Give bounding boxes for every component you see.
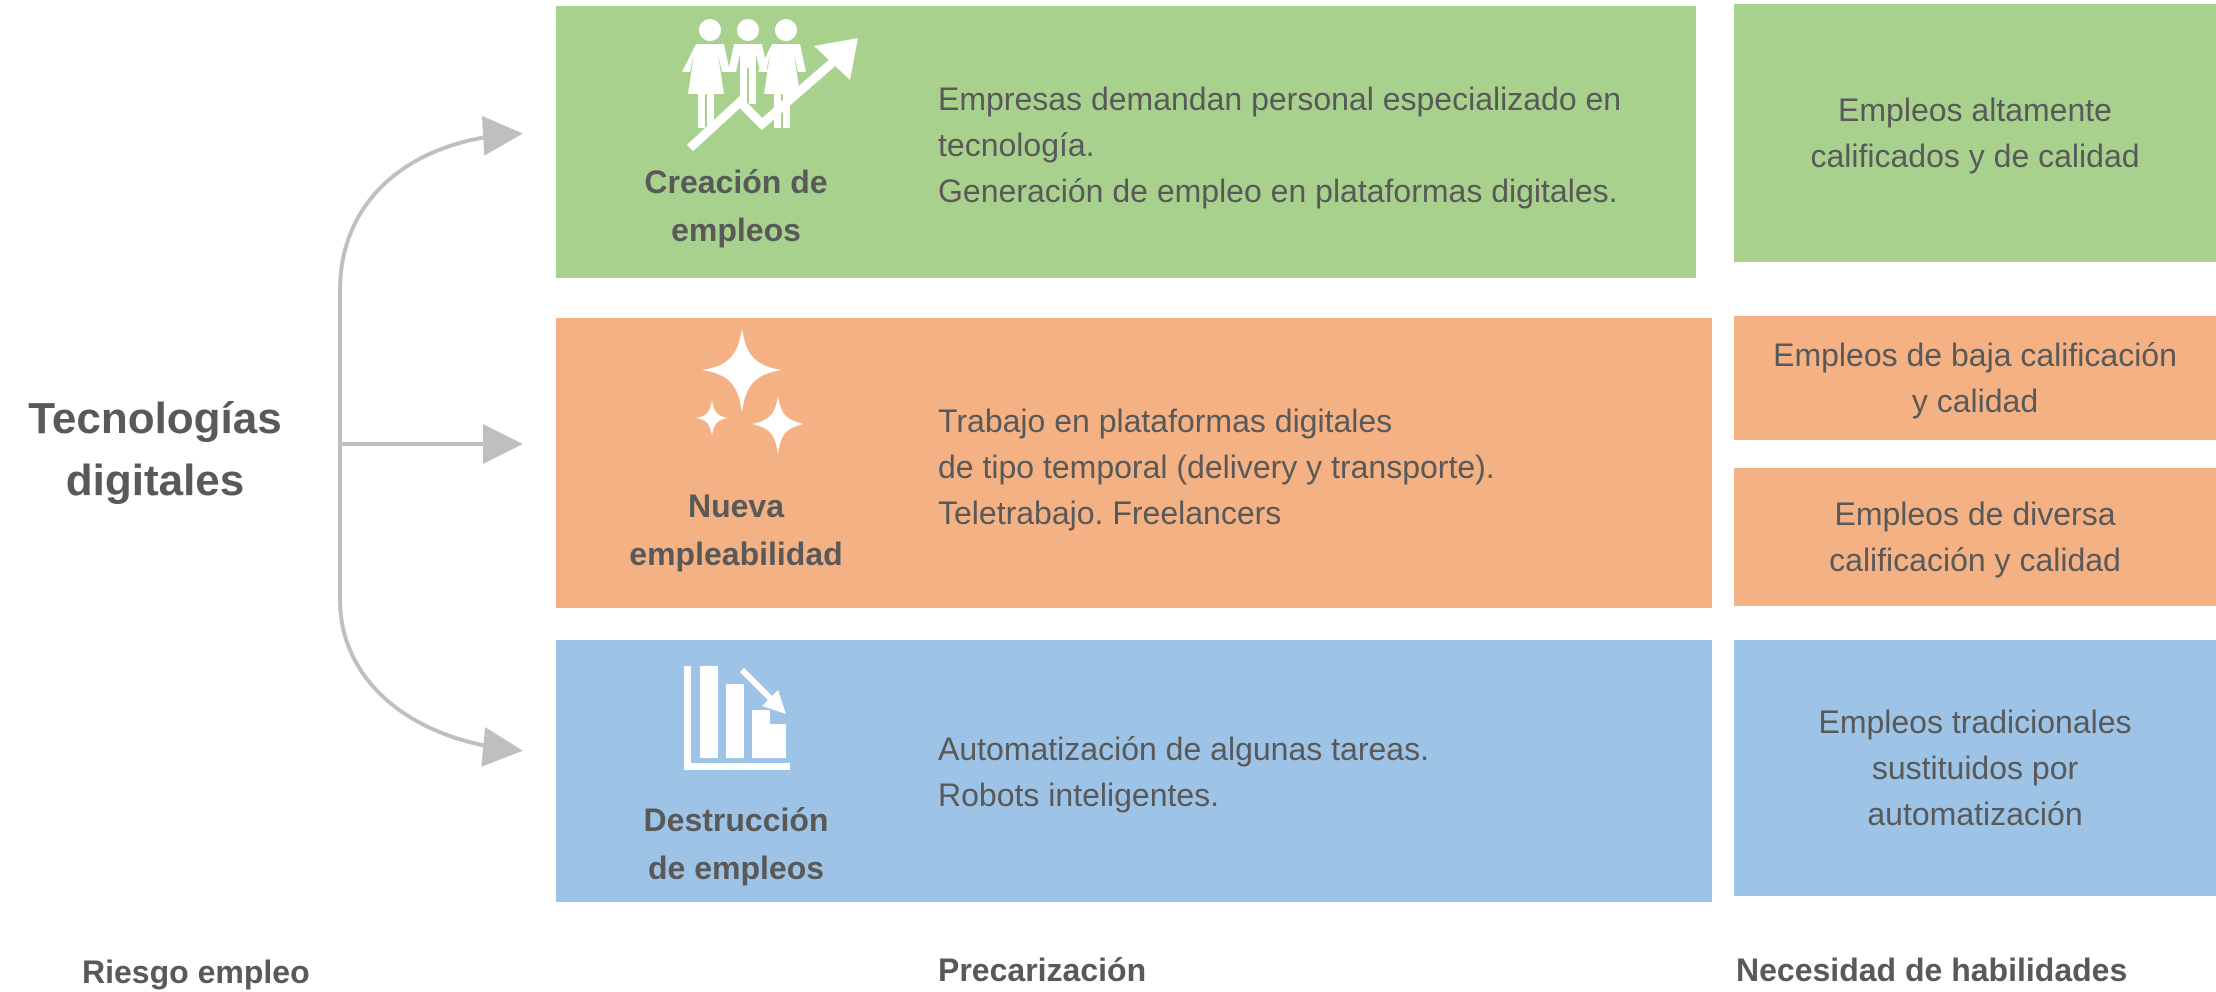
people-growth-icon	[682, 19, 858, 152]
arrow-to-destruccion	[338, 444, 523, 767]
outcome-2-line2: y calidad	[1911, 383, 2039, 419]
desc-destruccion-line1: Automatización de algunas tareas.	[938, 731, 1429, 767]
footer-necesidad-habilidades: Necesidad de habilidades	[1736, 952, 2128, 988]
desc-creacion-line1: Empresas demandan personal especializado…	[938, 81, 1622, 117]
main-title-line2: digitales	[65, 456, 245, 505]
branching-arrows	[338, 115, 523, 767]
outcome-1-line1: Empleos altamente	[1838, 92, 2112, 128]
outcome-1-line2: calificados y de calidad	[1810, 138, 2140, 174]
desc-nueva-line1: Trabajo en plataformas digitales	[938, 403, 1393, 439]
row-destruccion-band	[556, 640, 1712, 902]
outcome-4-line3: automatización	[1867, 796, 2083, 832]
label-destruccion-line2: de empleos	[647, 850, 825, 886]
label-creacion-line2: empleos	[671, 212, 801, 248]
desc-nueva: Trabajo en plataformas digitales de tipo…	[938, 398, 1495, 536]
desc-creacion-line2: tecnología.	[938, 127, 1095, 163]
label-destruccion-de-empleos: Destrucción de empleos	[576, 796, 896, 892]
outcome-baja-calificacion: Empleos de baja calificación y calidad	[1734, 316, 2216, 440]
declining-chart-icon	[684, 666, 790, 770]
main-title: Tecnologías digitales	[0, 388, 310, 512]
desc-nueva-line2: de tipo temporal (delivery y transporte)…	[938, 449, 1495, 485]
outcome-altamente-calificados: Empleos altamente calificados y de calid…	[1734, 4, 2216, 262]
desc-creacion: Empresas demandan personal especializado…	[938, 76, 1621, 214]
outcome-tradicionales-sustituidos: Empleos tradicionales sustituidos por au…	[1734, 640, 2216, 896]
label-nueva-line1: Nueva	[687, 488, 785, 524]
main-title-line1: Tecnologías	[28, 394, 282, 443]
footer-precarizacion: Precarización	[938, 952, 1147, 988]
footer-riesgo-empleo: Riesgo empleo	[82, 954, 310, 990]
outcome-diversa-calificacion: Empleos de diversa calificación y calida…	[1734, 468, 2216, 606]
label-nueva-empleabilidad: Nueva empleabilidad	[576, 482, 896, 578]
sparkles-icon	[696, 328, 804, 454]
outcome-2-line1: Empleos de baja calificación	[1773, 337, 2177, 373]
outcome-4-line2: sustituidos por	[1871, 750, 2079, 786]
desc-destruccion-line2: Robots inteligentes.	[938, 777, 1220, 813]
outcome-3-line2: calificación y calidad	[1829, 542, 2121, 578]
desc-nueva-line3: Teletrabajo. Freelancers	[938, 495, 1282, 531]
outcome-4-line1: Empleos tradicionales	[1818, 704, 2132, 740]
desc-destruccion: Automatización de algunas tareas. Robots…	[938, 726, 1429, 818]
desc-creacion-line3: Generación de empleo en plataformas digi…	[938, 173, 1618, 209]
label-nueva-line2: empleabilidad	[629, 536, 843, 572]
label-creacion-de-empleos: Creación de empleos	[576, 158, 896, 254]
label-destruccion-line1: Destrucción	[643, 802, 829, 838]
outcome-3-line1: Empleos de diversa	[1834, 496, 2116, 532]
arrow-to-creacion	[338, 115, 523, 444]
label-creacion-line1: Creación de	[644, 164, 828, 200]
